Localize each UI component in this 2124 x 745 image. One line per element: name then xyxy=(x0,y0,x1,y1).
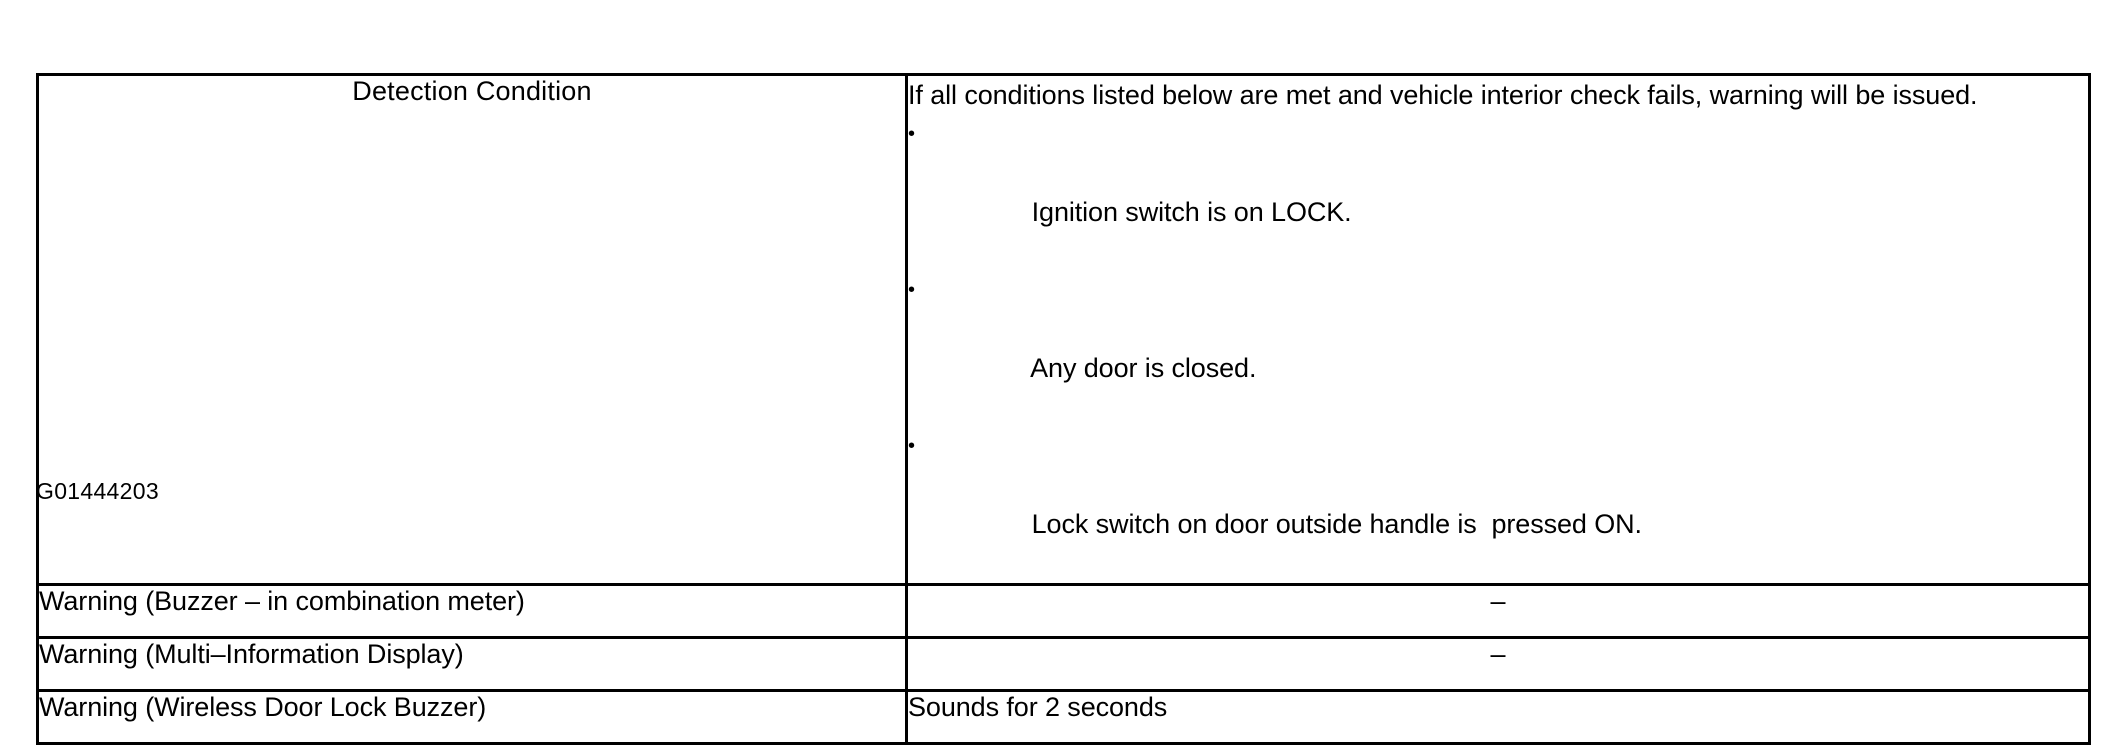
detection-condition-table: Detection Condition If all conditions li… xyxy=(36,73,2091,745)
row-value-warning-multi-information-display: – xyxy=(905,636,2091,692)
row-value-warning-wireless-door-lock-buzzer: Sounds for 2 seconds xyxy=(905,689,2091,745)
table-row-warning-wireless-door-lock-buzzer: Warning (Wireless Door Lock Buzzer) Soun… xyxy=(36,689,2091,745)
condition-bullet-list: • Ignition switch is on LOCK. • Any door… xyxy=(908,115,2088,583)
bullet-icon: • xyxy=(908,279,915,301)
bullet-icon: • xyxy=(908,435,915,457)
list-item: • Lock switch on door outside handle is … xyxy=(908,427,2088,583)
list-item: • Any door is closed. xyxy=(908,271,2088,427)
row-label-detection-condition: Detection Condition xyxy=(36,73,908,586)
bullet-icon: • xyxy=(908,123,915,145)
row-label-warning-buzzer-combination-meter: Warning (Buzzer – in combination meter) xyxy=(36,583,908,639)
list-item-label: Any door is closed. xyxy=(1030,353,1257,383)
list-item: • Ignition switch is on LOCK. xyxy=(908,115,2088,271)
row-value-detection-condition: If all conditions listed below are met a… xyxy=(905,73,2091,586)
row-label-warning-wireless-door-lock-buzzer: Warning (Wireless Door Lock Buzzer) xyxy=(36,689,908,745)
table-row-warning-multi-information-display: Warning (Multi–Information Display) – xyxy=(36,636,2091,692)
row-value-warning-buzzer-combination-meter: – xyxy=(905,583,2091,639)
condition-intro-text: If all conditions listed below are met a… xyxy=(908,80,1978,110)
figure-id-label: G01444203 xyxy=(36,478,159,504)
page-root: Detection Condition If all conditions li… xyxy=(36,73,2091,745)
table-row-warning-buzzer-combination-meter: Warning (Buzzer – in combination meter) … xyxy=(36,583,2091,639)
list-item-label: Ignition switch is on LOCK. xyxy=(1031,197,1352,227)
list-item-label: Lock switch on door outside handle is pr… xyxy=(1031,509,1642,539)
table-row-detection-condition: Detection Condition If all conditions li… xyxy=(36,73,2091,586)
row-label-warning-multi-information-display: Warning (Multi–Information Display) xyxy=(36,636,908,692)
